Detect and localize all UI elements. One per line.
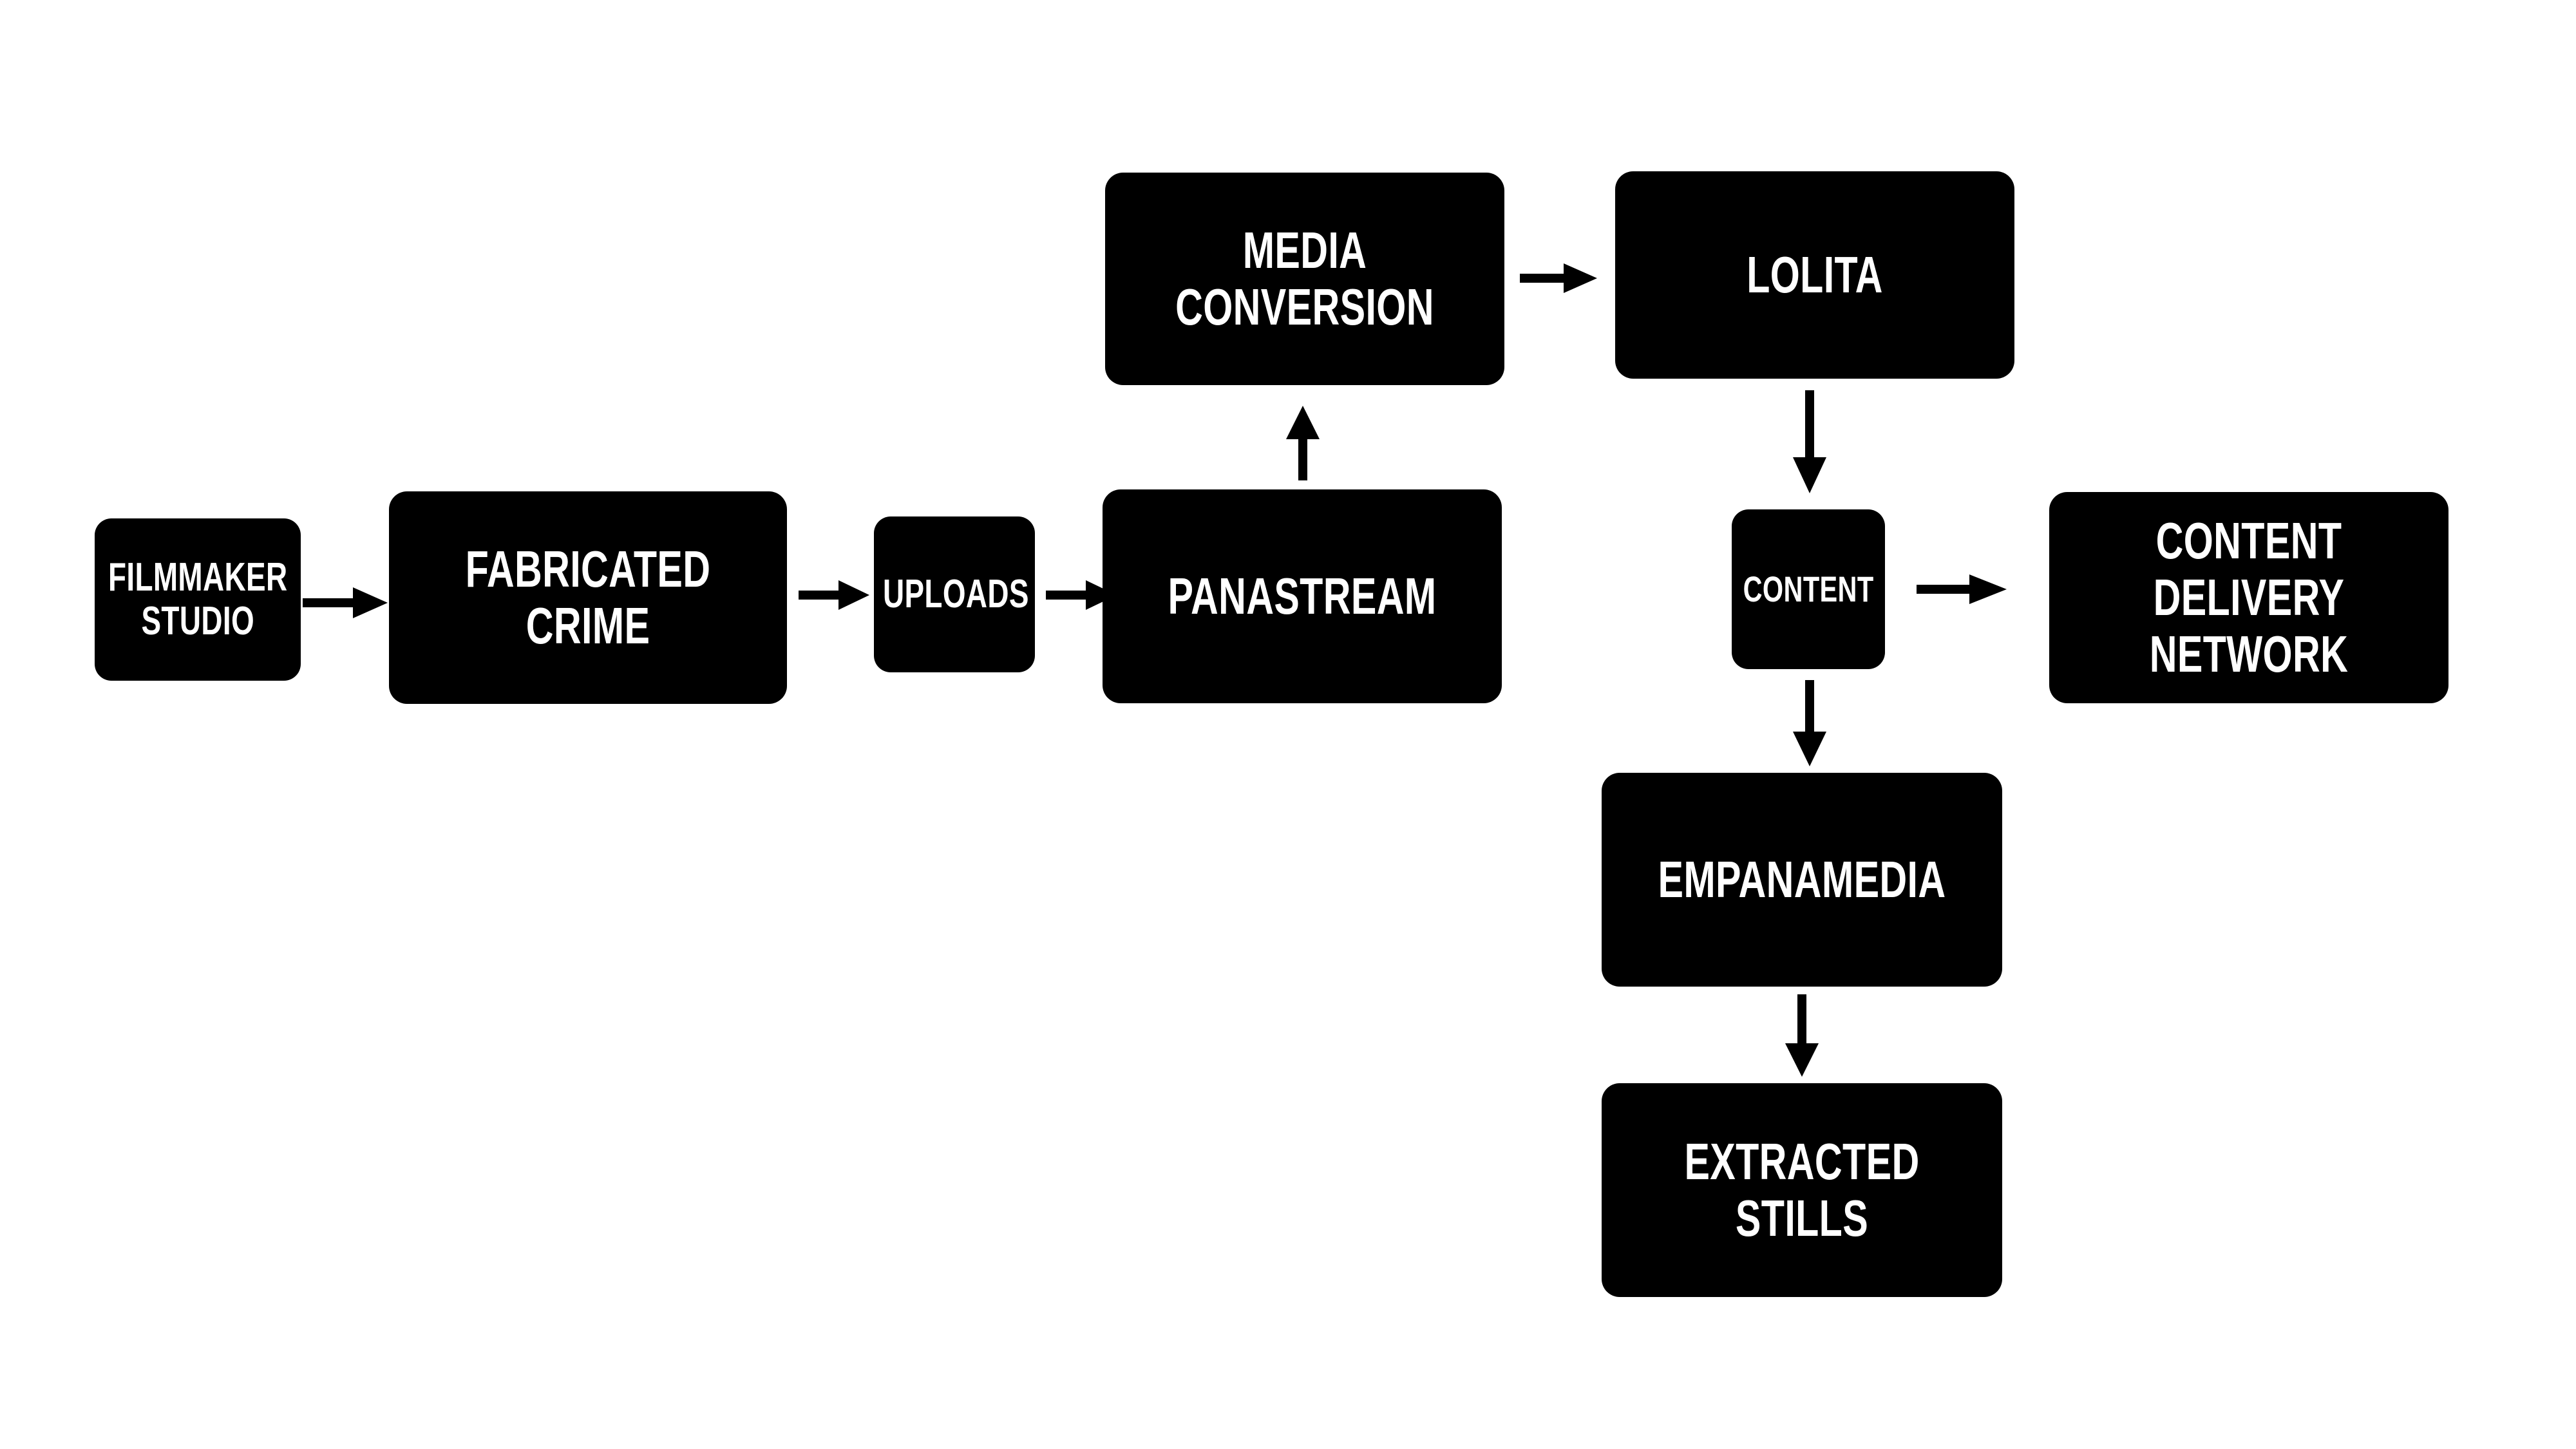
node-extracted-stills[interactable]: EXTRACTED STILLS	[1602, 1083, 2002, 1297]
node-label-filmmaker-studio: FILMMAKER STUDIO	[108, 554, 288, 643]
node-label-media-conversion: MEDIA CONVERSION	[1175, 222, 1434, 336]
node-label-content: CONTENT	[1743, 569, 1874, 610]
arrow-empanamedia-to-extracted-stills	[1784, 994, 1820, 1077]
node-lolita[interactable]: LOLITA	[1615, 171, 2014, 379]
node-label-uploads: UPLOADS	[883, 571, 1030, 616]
node-label-content-delivery-network: CONTENT DELIVERY NETWORK	[2149, 512, 2349, 683]
arrow-panastream-to-media-conversion	[1285, 406, 1321, 480]
node-panastream[interactable]: PANASTREAM	[1103, 489, 1502, 703]
node-filmmaker-studio[interactable]: FILMMAKER STUDIO	[95, 518, 301, 681]
node-media-conversion[interactable]: MEDIA CONVERSION	[1105, 173, 1504, 385]
arrow-filmmaker-studio-to-fabricated-crime	[303, 583, 388, 622]
node-label-extracted-stills: EXTRACTED STILLS	[1684, 1133, 1920, 1247]
arrow-content-to-content-delivery-network	[1917, 571, 2007, 608]
node-label-empanamedia: EMPANAMEDIA	[1658, 851, 1946, 908]
node-content[interactable]: CONTENT	[1732, 509, 1885, 669]
node-label-panastream: PANASTREAM	[1168, 567, 1437, 625]
node-label-fabricated-crime: FABRICATED CRIME	[465, 540, 711, 654]
node-fabricated-crime[interactable]: FABRICATED CRIME	[389, 491, 787, 704]
node-label-lolita: LOLITA	[1747, 246, 1883, 303]
arrow-fabricated-crime-to-uploads	[799, 577, 869, 613]
node-content-delivery-network[interactable]: CONTENT DELIVERY NETWORK	[2049, 492, 2448, 703]
arrow-content-to-empanamedia	[1792, 680, 1828, 766]
node-empanamedia[interactable]: EMPANAMEDIA	[1602, 773, 2002, 987]
arrow-media-conversion-to-lolita	[1520, 260, 1597, 296]
arrow-lolita-to-content	[1792, 390, 1828, 493]
node-uploads[interactable]: UPLOADS	[874, 516, 1035, 672]
arrow-uploads-to-panastream	[1046, 577, 1117, 613]
